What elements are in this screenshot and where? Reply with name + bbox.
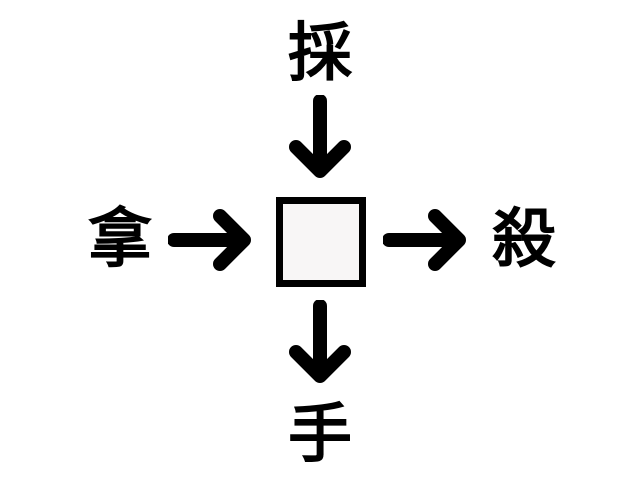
arrow-right-icon xyxy=(168,209,251,271)
kanji-bottom: 手 xyxy=(288,398,352,472)
kanji-right: 殺 xyxy=(492,203,556,277)
answer-box[interactable] xyxy=(276,197,366,287)
arrow-down-icon xyxy=(289,95,351,178)
arrow-right-icon xyxy=(383,209,466,271)
kanji-top: 採 xyxy=(288,17,352,91)
kanji-left: 拿 xyxy=(88,203,152,277)
arrow-down-icon xyxy=(289,300,351,383)
